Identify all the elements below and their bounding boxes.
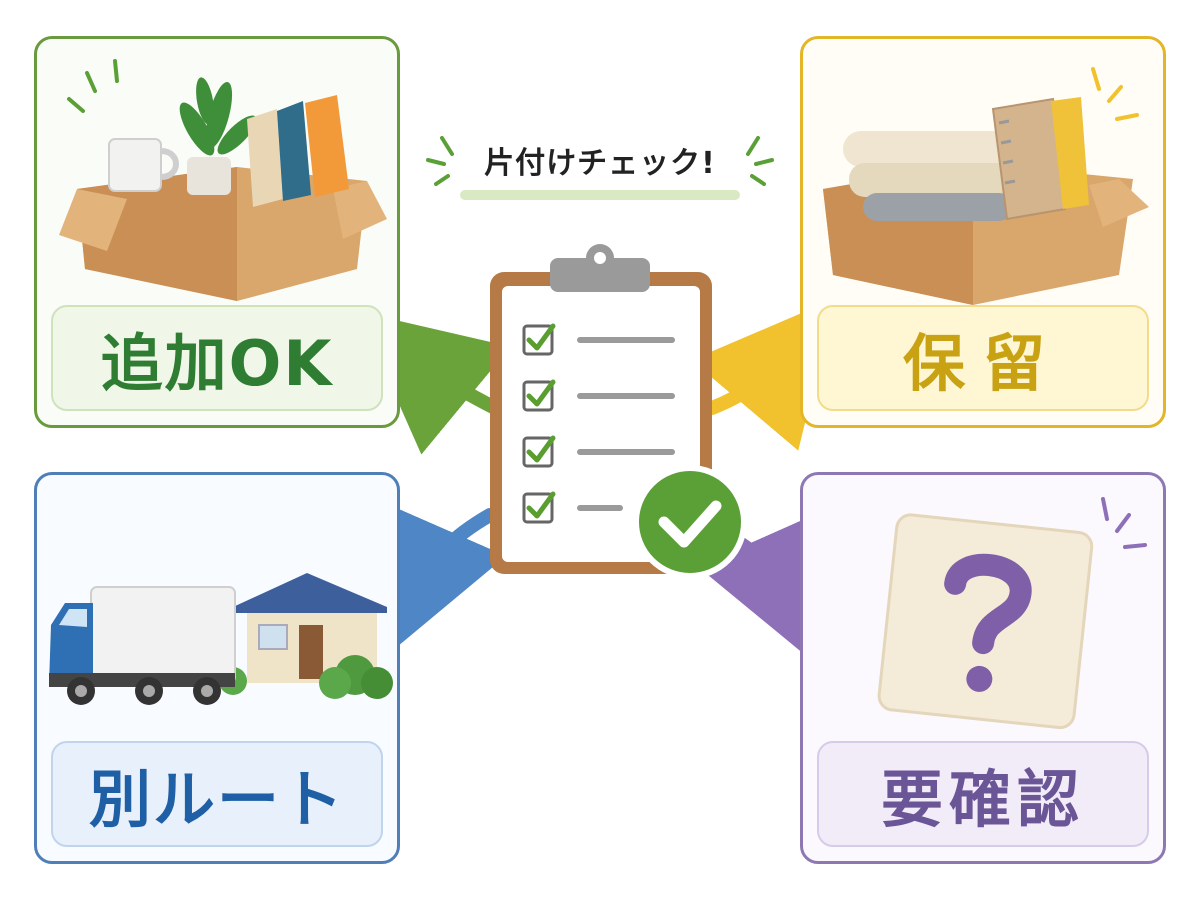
title-sparkle-icon [426,136,774,200]
diagram-title-area: 片付けチェック! [420,118,780,208]
diagram-title: 片付けチェック! [484,146,716,181]
category-label-route: 別ルート [88,763,345,836]
category-label-hold: 保留 [902,327,1063,400]
arrow-to-route [377,499,507,657]
category-label-box-hold: 保留 [817,305,1149,411]
question-mark-card-icon [877,497,1147,730]
category-label-box-ok: 追加OK [51,305,383,411]
truck-and-house-icon [49,573,393,705]
arrow-to-ok [358,311,511,455]
category-panel-hold: 保留 [800,36,1166,428]
box-with-mug-plant-books-icon [59,59,387,301]
category-panel-route: 別ルート [34,472,400,864]
checklist-clipboard-icon [490,244,747,579]
category-label-box-route: 別ルート [51,741,383,847]
box-with-towels-notebooks-icon [823,67,1149,305]
category-label-ok: 追加OK [100,327,334,400]
category-label-box-check: 要確認 [817,741,1149,847]
arrow-to-check [697,509,826,666]
category-panel-ok: 追加OK [34,36,400,428]
arrow-to-hold [691,298,836,451]
category-panel-check: 要確認 [800,472,1166,864]
category-label-check: 要確認 [880,763,1085,836]
